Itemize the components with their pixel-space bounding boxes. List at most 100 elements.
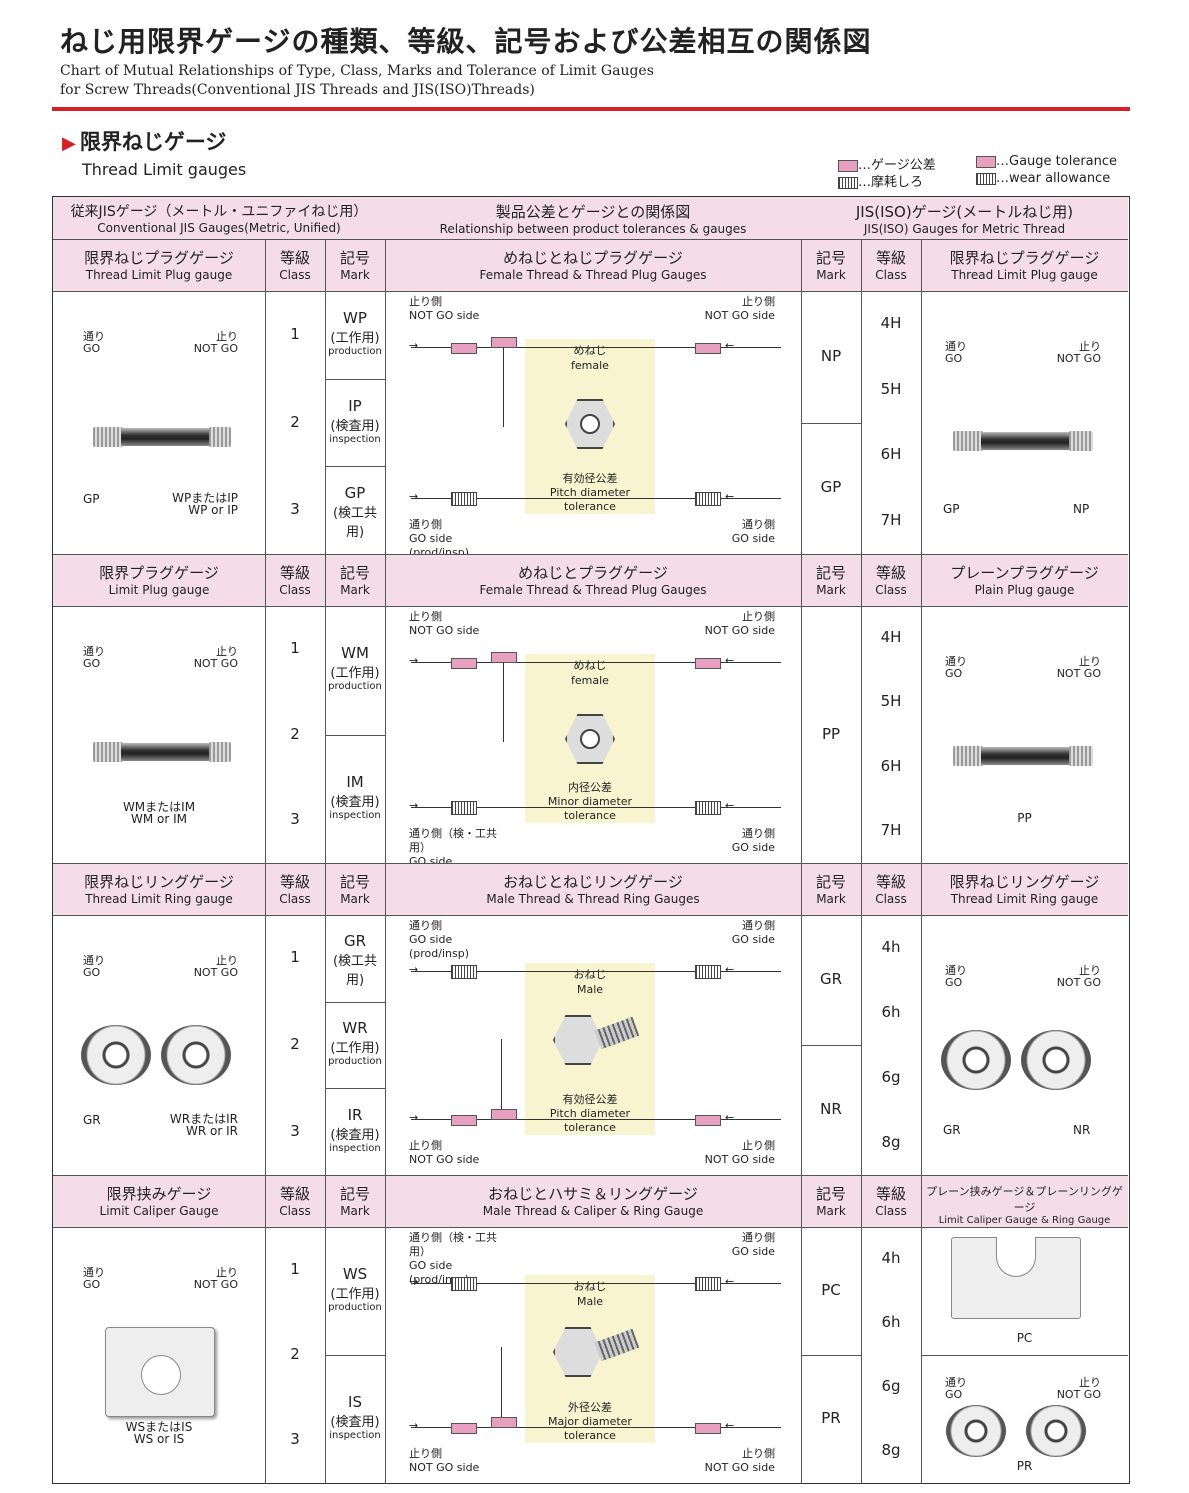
class-number: 2 [290, 1345, 300, 1363]
left-type-header-jp: 限界プラグゲージ [99, 564, 219, 582]
go-jp: 通り [83, 645, 105, 658]
wear-allowance-box [695, 965, 721, 979]
column-divider [385, 1175, 386, 1483]
mark-code: IP [348, 396, 362, 415]
side-label-en: GO side [731, 1245, 775, 1258]
side-label-jp: 通り側（検・工共用） [409, 1231, 497, 1258]
mark-jp: (工作用) [330, 666, 380, 682]
legend-wear-allowance-en: …wear allowance [976, 171, 1110, 186]
side-label-jp: 止り側 [409, 1447, 442, 1460]
mark-jp: (検査用) [330, 794, 380, 810]
section-header-divider [53, 915, 1128, 916]
arrow-icon: ← [725, 339, 735, 352]
side-label-jp: 通り側 [409, 919, 442, 932]
mark-gp: GP(検工共用) [325, 484, 385, 540]
upper-limit-line [411, 347, 781, 348]
mark-header-en: Mark [340, 268, 370, 282]
side-label-en: NOT GO side [409, 309, 480, 322]
iso-mark-divider [801, 1045, 861, 1046]
side-label-jp: 止り側 [742, 295, 775, 308]
iso-class: 6h [881, 1002, 901, 1021]
pink-swatch-icon [976, 155, 996, 168]
left-caption-en: WS or IS [133, 1432, 185, 1446]
iso-mark-header-jp: 記号 [815, 564, 846, 582]
relationship-header-en: Male Thread & Thread Ring Gauges [486, 892, 700, 906]
notgo-jp: 止り [216, 1266, 238, 1279]
column-divider [385, 863, 386, 1175]
hex-nut-hole-icon [580, 729, 600, 749]
side-label-jp: 通り側 [742, 1231, 775, 1244]
iso-class-header-jp: 等級 [875, 873, 906, 891]
tolerance-en: Minor diameter tolerance [547, 795, 633, 822]
mark-code: GR [343, 932, 367, 951]
left-caption-b-en: WP or IP [188, 503, 238, 517]
mark-header-en: Mark [340, 892, 370, 906]
mark-en: production [328, 1056, 382, 1067]
arrow-icon: → [409, 1275, 419, 1288]
ring-gauge-notgo-icon [161, 1025, 231, 1085]
right-caption: PP [1017, 811, 1032, 825]
arrow-icon: ← [725, 1419, 735, 1432]
lower-limit-line [411, 1427, 781, 1428]
mark-header-en: Mark [340, 583, 370, 597]
right-type-header-en: Limit Caliper Gauge & Ring Gauge [938, 1215, 1111, 1226]
section-heading: ▶限界ねじゲージ [62, 126, 226, 156]
mark-divider [325, 1001, 385, 1003]
left-type-header-en: Thread Limit Plug gauge [85, 268, 233, 282]
class-number: 3 [290, 500, 300, 519]
iso-class-header-en: Class [875, 1204, 907, 1218]
class-header-jp: 等級 [279, 249, 310, 267]
ring-gauge-notgo-icon [1021, 1030, 1091, 1090]
go-en: GO [83, 966, 101, 979]
gauge-notgo-end-icon [1069, 746, 1093, 766]
iso-mark-header-jp: 記号 [815, 1185, 846, 1203]
side-label-en: GO side [731, 933, 775, 946]
plain-ring-go-icon [946, 1405, 1006, 1457]
mark-header-jp: 記号 [339, 873, 370, 891]
column-divider [861, 239, 862, 554]
side-label-en: NOT GO side [704, 309, 775, 322]
arrow-icon: ← [725, 1111, 735, 1124]
zone-label-en: female [571, 674, 609, 687]
side-label-jp: 止り側 [409, 610, 442, 623]
left-caption-jp: WSまたはIS [125, 1420, 193, 1434]
notgo-en: NOT GO [1056, 976, 1101, 989]
class-header-en: Class [279, 892, 311, 906]
notgo-jp: 止り [1079, 964, 1101, 977]
column-divider [385, 554, 386, 863]
go-jp: 通り [945, 964, 967, 977]
go-jp: 通り [83, 330, 105, 343]
header-conventional: 従来JISゲージ（メートル・ユニファイねじ用） Conventional JIS… [53, 197, 385, 239]
upper-limit-line [411, 1283, 781, 1284]
go-en: GO [945, 1388, 963, 1401]
plain-ring-notgo-icon [1026, 1405, 1086, 1457]
class-header-en: Class [279, 268, 311, 282]
class-header-jp: 等級 [279, 873, 310, 891]
arrow-icon: → [409, 339, 419, 352]
left-caption-en: WM or IM [130, 812, 187, 826]
side-label-en: GO side (prod/insp) [409, 933, 470, 960]
left-caption-b-jp: WRまたはIR [169, 1112, 238, 1126]
subtitle-line-2: for Screw Threads(Conventional JIS Threa… [60, 82, 535, 98]
notgo-tolerance-box [695, 1423, 721, 1434]
